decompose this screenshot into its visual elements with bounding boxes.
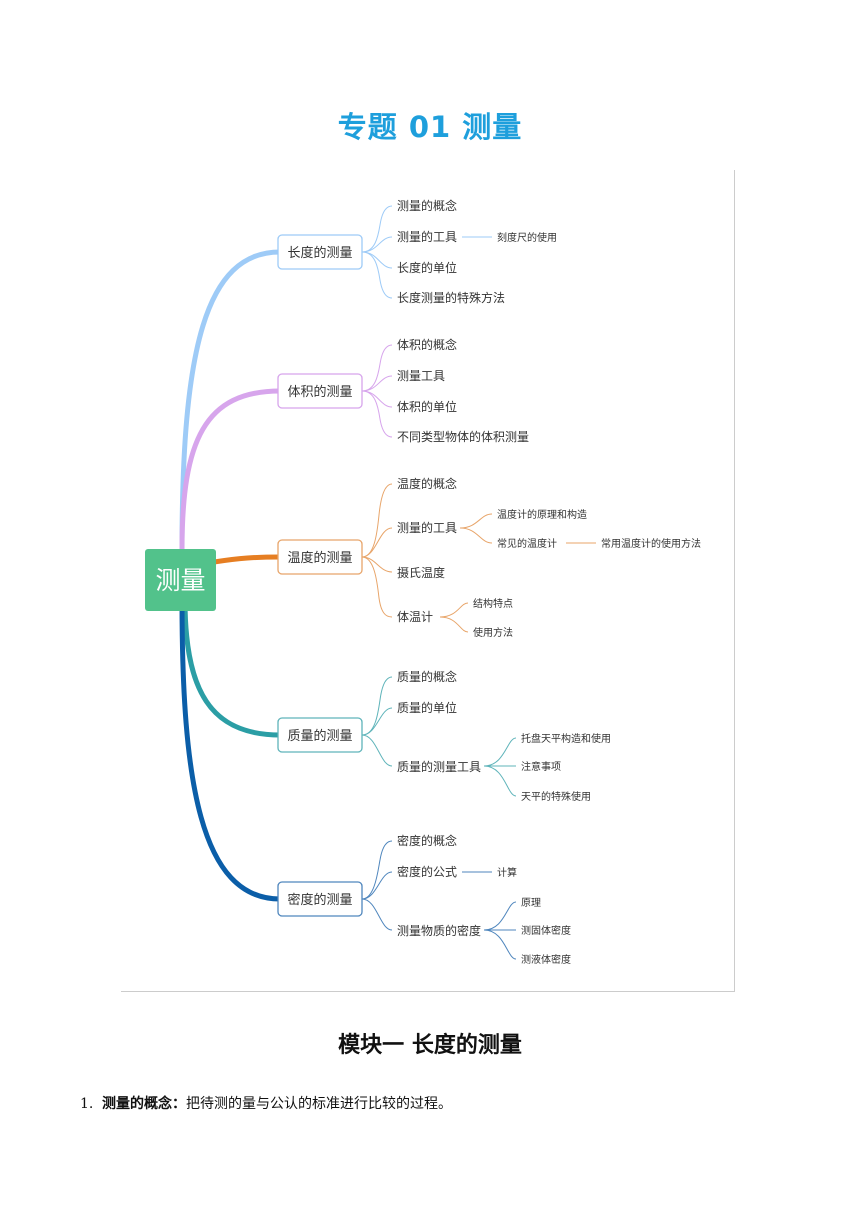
node-label: 体积的概念: [397, 337, 457, 352]
node-label: 长度测量的特殊方法: [397, 290, 505, 305]
node-label: 常见的温度计: [497, 537, 557, 550]
node-label: 结构特点: [473, 597, 513, 610]
branch-label: 密度的测量: [287, 892, 352, 908]
node-label: 不同类型物体的体积测量: [397, 429, 529, 444]
node-label: 质量的单位: [397, 700, 457, 715]
section-heading: 模块一 长度的测量: [338, 1033, 522, 1058]
node-label: 测量工具: [397, 369, 445, 383]
node-label: 测量的工具: [397, 520, 457, 535]
branch-label: 长度的测量: [287, 245, 352, 261]
node-label: 密度的概念: [397, 833, 457, 848]
item-number: 1.: [80, 1096, 94, 1112]
node-label: 天平的特殊使用: [521, 790, 591, 803]
branch-label: 温度的测量: [287, 550, 352, 566]
node-label: 计算: [497, 866, 517, 879]
node-label: 刻度尺的使用: [497, 231, 557, 244]
node-label: 测量的概念: [397, 198, 457, 213]
branch-density: 密度的测量 密度的概念 密度的公式 计算 测量物质的密度 原理 测固体密度 测液…: [179, 597, 571, 966]
node-label: 体积的单位: [397, 399, 457, 414]
node-label: 密度的公式: [397, 864, 457, 879]
node-label: 测量物质的密度: [397, 923, 481, 938]
node-label: 测量的工具: [397, 229, 457, 244]
node-label: 注意事项: [521, 760, 561, 773]
node-label: 质量的概念: [397, 669, 457, 684]
mind-map: 长度的测量 测量的概念 测量的工具 刻度尺的使用 长度的单位 长度测量的特殊方法…: [121, 170, 735, 992]
term-label: 测量的概念：: [102, 1096, 186, 1112]
node-label: 摄氏温度: [397, 565, 445, 580]
node-label: 温度计的原理和构造: [497, 508, 587, 521]
node-label: 长度的单位: [397, 260, 457, 275]
definition-text: 把待测的量与公认的标准进行比较的过程。: [186, 1096, 452, 1112]
node-label: 托盘天平构造和使用: [521, 732, 611, 745]
root-node: 测量: [145, 549, 216, 611]
branch-length: 长度的测量 测量的概念 测量的工具 刻度尺的使用 长度的单位 长度测量的特殊方法: [179, 198, 557, 553]
branch-label: 质量的测量: [287, 728, 352, 744]
node-label: 体温计: [397, 610, 433, 624]
node-label: 测固体密度: [521, 924, 571, 937]
root-label: 测量: [155, 566, 205, 595]
node-label: 测液体密度: [521, 953, 571, 966]
node-label: 原理: [521, 897, 541, 909]
page-title: 专题 01 测量: [337, 110, 523, 144]
branch-volume: 体积的测量 体积的概念 测量工具 体积的单位 不同类型物体的体积测量: [179, 337, 529, 553]
branch-label: 体积的测量: [287, 384, 352, 400]
paragraph-item: 1. 测量的概念：把待测的量与公认的标准进行比较的过程。: [80, 1093, 452, 1113]
node-label: 温度的概念: [397, 476, 457, 491]
branch-mass: 质量的测量 质量的概念 质量的单位 质量的测量工具 托盘天平构造和使用 注意事项…: [182, 597, 611, 803]
node-label: 质量的测量工具: [397, 759, 481, 774]
node-label: 使用方法: [473, 626, 513, 639]
branch-temperature: 温度的测量 温度的概念 测量的工具 温度计的原理和构造 常见的温度计 常用温度计…: [211, 476, 701, 639]
node-label: 常用温度计的使用方法: [601, 537, 701, 550]
